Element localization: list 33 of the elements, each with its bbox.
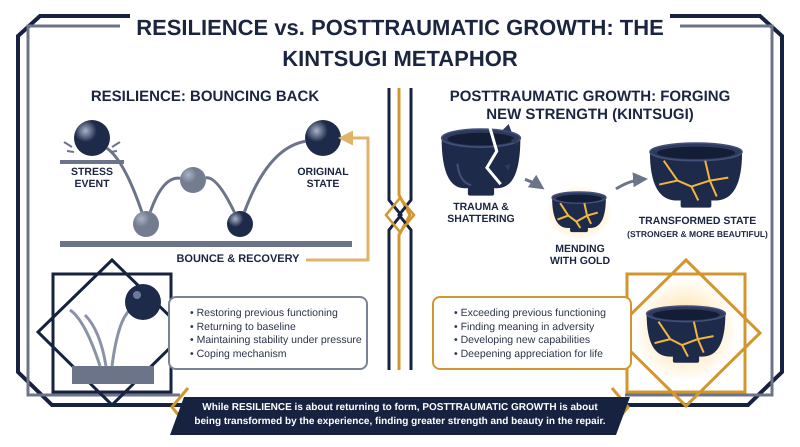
node-caption: STRESS EVENT bbox=[70, 166, 114, 190]
node-caption: TRANSFORMED STATE bbox=[638, 215, 758, 227]
trajectory-line bbox=[106, 147, 144, 212]
arrow bbox=[306, 130, 370, 262]
ball bbox=[305, 120, 341, 156]
node-caption: MENDING WITH GOLD bbox=[549, 243, 611, 267]
bullet-item: • Finding meaning in adversity bbox=[454, 320, 596, 334]
arrow bbox=[615, 172, 648, 190]
bullet-item: • Developing new capabilities bbox=[454, 334, 592, 348]
bullet-item: • Coping mechanism bbox=[190, 348, 288, 361]
bullet-card bbox=[168, 296, 368, 370]
node-caption: (STRONGER & MORE BEAUTIFUL) bbox=[626, 228, 769, 240]
node-caption: TRAUMA & SHATTERING bbox=[446, 201, 516, 225]
ball bbox=[180, 167, 206, 193]
trajectory-line bbox=[243, 140, 306, 212]
bullet-card bbox=[432, 296, 632, 370]
trajectory-line bbox=[206, 176, 236, 213]
section-heading: RESILIENCE: BOUNCING BACK bbox=[90, 88, 320, 106]
node-caption: ORIGINAL STATE bbox=[296, 166, 350, 190]
ball bbox=[74, 120, 110, 156]
ball bbox=[133, 211, 159, 237]
ball bbox=[227, 211, 253, 237]
bullet-item: • Deepening appreciation for life bbox=[454, 348, 604, 361]
section-heading: POSTTRAUMATIC GROWTH: FORGING NEW STRENGTH (KINTSUGI) bbox=[448, 88, 732, 124]
arrow bbox=[524, 174, 544, 190]
bullet-item: • Returning to baseline bbox=[190, 320, 297, 334]
step-label: BOUNCE & RECOVERY bbox=[173, 253, 303, 267]
trajectory-line bbox=[148, 176, 180, 212]
bullet-item: • Maintaining stability under pressure bbox=[190, 334, 363, 348]
summary-banner: While RESILIENCE is about returning to form, POSTTRAUMATIC GROWTH is about being transformed by the experience, finding greater strength and beauty in the repair. bbox=[170, 397, 630, 435]
title: RESILIENCE vs. POSTTRAUMATIC GROWTH: THE KINTSUGI METAPHOR bbox=[135, 14, 665, 73]
bullet-item: • Exceeding previous functioning bbox=[454, 307, 607, 320]
bullet-item: • Restoring previous functioning bbox=[190, 307, 339, 320]
